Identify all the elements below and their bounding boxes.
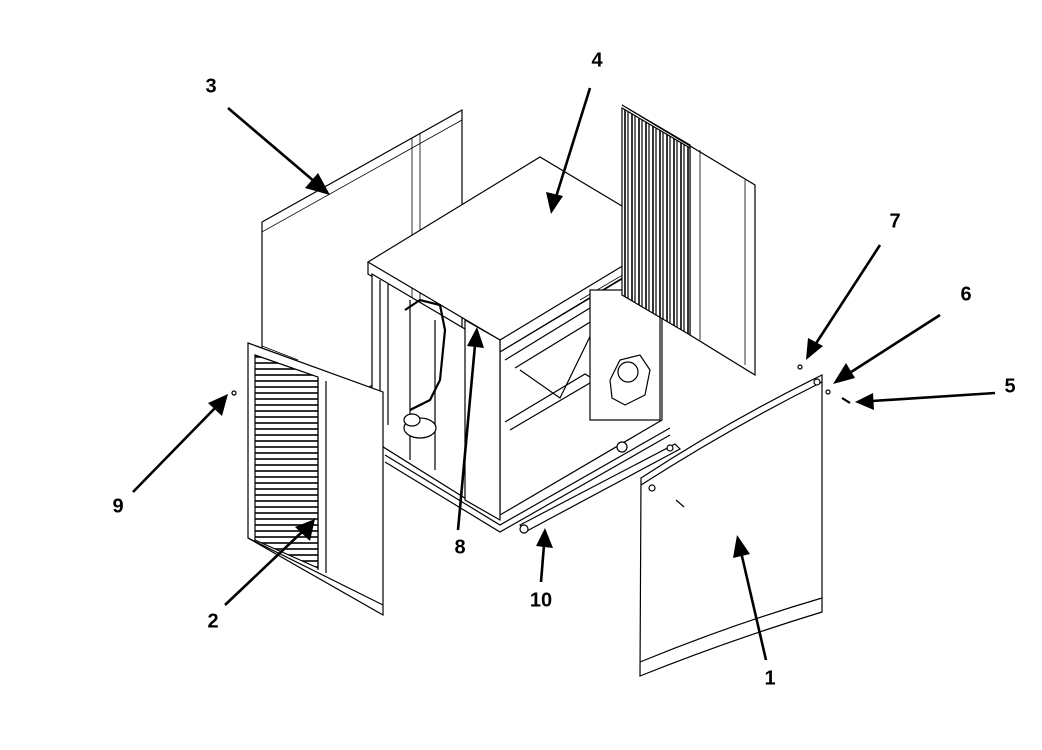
callout-label-6: 6 [960,283,971,305]
callout-label-2: 2 [207,610,218,632]
callout-label-5: 5 [1004,375,1015,397]
callout-labels: 1 2 3 4 5 6 7 8 9 10 [112,49,1015,689]
callout-label-4: 4 [591,49,603,71]
callout-label-7: 7 [889,210,900,232]
callout-label-8: 8 [454,536,465,558]
callout-label-10: 10 [530,589,552,611]
bottom-rail [519,443,681,534]
callout-label-9: 9 [112,495,123,517]
leader-lines [132,87,996,661]
cabinet-frame [371,251,671,533]
callout-label-1: 1 [764,667,775,689]
callout-label-3: 3 [205,75,216,97]
left-louvered-panel [247,342,384,617]
hardware-parts [231,364,851,404]
front-door-panel [639,374,823,677]
rear-right-panel [621,104,756,377]
